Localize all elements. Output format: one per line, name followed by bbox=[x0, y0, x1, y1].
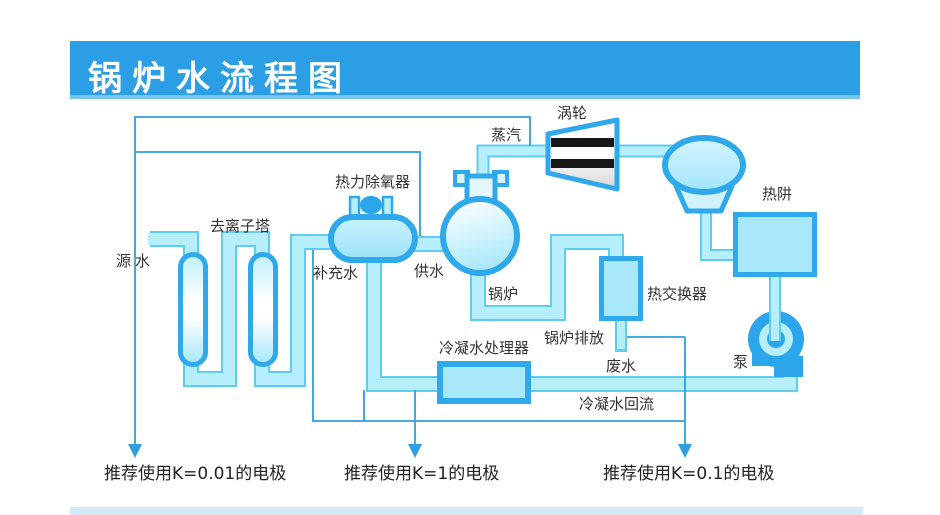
arrow-down-icon-k001 bbox=[128, 444, 142, 458]
annotation-line-feedwater-tap bbox=[135, 151, 421, 236]
turbine-blade-band-bottom bbox=[551, 159, 614, 168]
header-bar-accent bbox=[70, 95, 860, 99]
deionizer-tower-2 bbox=[248, 252, 278, 367]
page-title: 锅炉水流程图 bbox=[88, 59, 352, 99]
deaerator-dome-icon bbox=[360, 196, 382, 214]
label-source-water: 源水 bbox=[116, 252, 155, 270]
pump-foot bbox=[774, 356, 803, 377]
recommendation-k001: 推荐使用K=0.01的电极 bbox=[104, 464, 287, 484]
label-deionizer-tower: 去离子塔 bbox=[210, 217, 271, 235]
label-feed-water: 供水 bbox=[414, 262, 445, 280]
arrow-down-icon-k01 bbox=[678, 444, 692, 458]
turbine-blade-band-top bbox=[551, 138, 614, 147]
recommendation-k1: 推荐使用K=1的电极 bbox=[344, 464, 500, 484]
arrow-down-icon-k1 bbox=[408, 444, 422, 458]
header-bar bbox=[70, 41, 860, 95]
annotation-line-makeup-tap bbox=[312, 250, 685, 422]
label-heat-sink: 热阱 bbox=[762, 185, 793, 203]
pipe-tower1-to-tower2-fill bbox=[185, 233, 268, 385]
recommendation-k01: 推荐使用K=0.1的电极 bbox=[603, 464, 775, 484]
label-turbine: 涡轮 bbox=[557, 104, 588, 122]
annotation-line-steam-tap bbox=[134, 116, 531, 445]
pipe-makeup-water-fill bbox=[256, 236, 338, 385]
annotation-line-waste-tap bbox=[627, 336, 686, 445]
turbine-shape bbox=[545, 117, 620, 192]
pipe-boiler-to-heat-exchanger-fill bbox=[472, 236, 622, 319]
condensate-processor-block bbox=[437, 361, 531, 404]
condenser-vessel bbox=[662, 135, 746, 195]
thermal-deaerator-tank bbox=[328, 214, 418, 263]
pipe-condenser-to-heat-sink-fill bbox=[702, 200, 735, 259]
label-boiler-blowdown: 锅炉排放 bbox=[544, 329, 605, 347]
boiler-vessel bbox=[440, 196, 520, 276]
label-condensate-processor: 冷凝水处理器 bbox=[439, 339, 530, 357]
heat-sink-block bbox=[733, 212, 817, 277]
label-makeup-water: 补充水 bbox=[313, 264, 359, 282]
label-heat-exchanger: 热交换器 bbox=[647, 285, 708, 303]
label-pump: 泵 bbox=[733, 353, 749, 371]
footer-strip bbox=[70, 507, 863, 515]
label-steam: 蒸汽 bbox=[491, 126, 522, 144]
label-waste-water: 废水 bbox=[606, 357, 637, 375]
label-thermal-deaerator: 热力除氧器 bbox=[335, 173, 411, 191]
label-condensate-return: 冷凝水回流 bbox=[579, 395, 655, 413]
heat-exchanger-block bbox=[599, 256, 643, 321]
label-boiler: 锅炉 bbox=[488, 285, 519, 303]
deionizer-tower-1 bbox=[178, 252, 208, 367]
